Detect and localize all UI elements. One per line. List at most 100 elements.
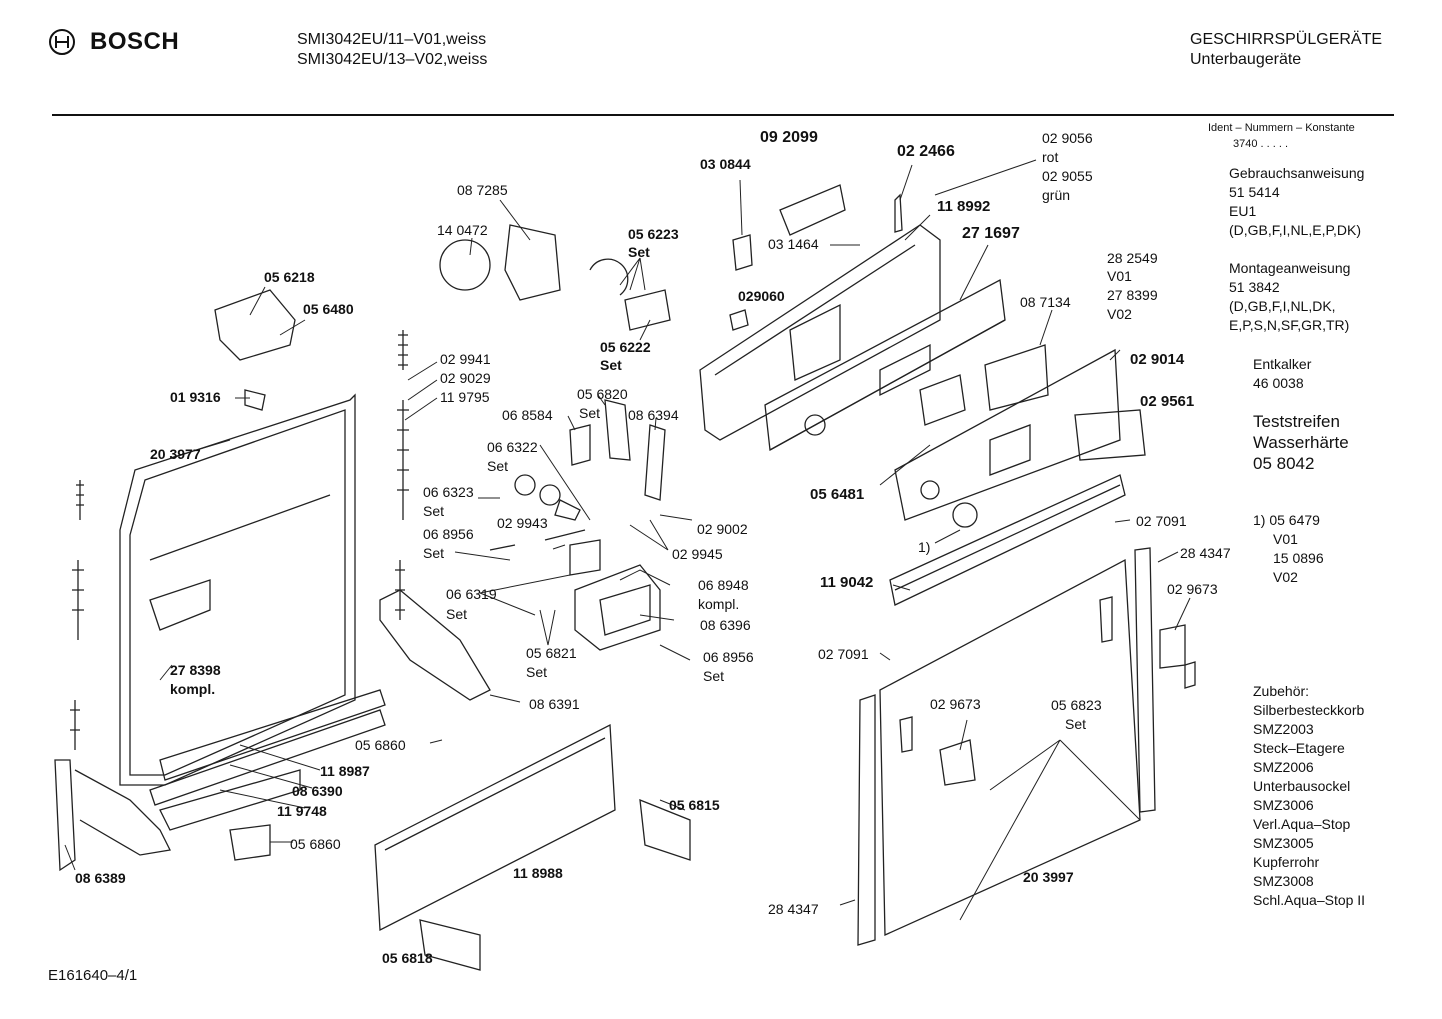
montageanweisung-block: Montageanweisung 51 3842 (D,GB,F,I,NL,DK… <box>1229 259 1350 335</box>
part-label: 029060 <box>738 288 785 304</box>
ident-value: 3740 . . . . . <box>1233 138 1289 150</box>
header-rule <box>52 114 1394 116</box>
part-label: 28 4347 <box>1180 545 1231 561</box>
part-label: 05 6820 <box>577 386 628 402</box>
part-label: Set <box>703 668 725 684</box>
info-line: Entkalker <box>1253 356 1312 372</box>
part-label: 06 8584 <box>502 407 553 423</box>
model-line: SMI3042EU/13–V02,weiss <box>297 51 488 68</box>
part-label: 02 9941 <box>440 351 491 367</box>
part-label: rot <box>1042 149 1059 165</box>
kick-plate <box>374 723 691 971</box>
part-label: 06 6319 <box>446 586 497 602</box>
timer-parts <box>214 224 671 411</box>
part-label: 08 6394 <box>628 407 679 423</box>
control-panel-frame <box>699 184 941 441</box>
part-label: 02 9055 <box>1042 168 1093 184</box>
part-label: 05 6222 <box>600 339 651 355</box>
part-label: 27 8398 <box>170 662 221 678</box>
info-line: SMZ3005 <box>1253 835 1314 851</box>
ident-label: Ident – Nummern – Konstante <box>1208 122 1355 134</box>
part-label: Set <box>628 244 650 260</box>
control-panel-fascia <box>764 278 1006 452</box>
front-panel <box>894 344 1146 528</box>
part-label: 02 9943 <box>497 515 548 531</box>
info-line: Unterbausockel <box>1253 778 1351 794</box>
part-label: 01 9316 <box>170 389 221 405</box>
part-label: 08 6391 <box>529 696 580 712</box>
part-label: Set <box>526 664 548 680</box>
part-label: 05 6821 <box>526 645 577 661</box>
info-line: (D,GB,F,I,NL,E,P,DK) <box>1229 222 1361 238</box>
part-label: 08 6389 <box>75 870 126 886</box>
part-label: 08 7285 <box>457 182 508 198</box>
part-label: 27 1697 <box>962 225 1020 242</box>
info-line: EU1 <box>1229 203 1257 219</box>
part-label: 02 9014 <box>1130 351 1185 368</box>
part-label: 06 6322 <box>487 439 538 455</box>
part-label: kompl. <box>170 681 216 697</box>
part-label: 05 6481 <box>810 486 865 503</box>
part-label: Set <box>487 458 509 474</box>
info-line: SMZ3008 <box>1253 873 1314 889</box>
inner-door-frame <box>119 393 356 786</box>
part-label: Set <box>600 357 622 373</box>
part-label: 02 9673 <box>1167 581 1218 597</box>
footnote-block: 1) 05 6479 V01 15 0896 V02 <box>1253 511 1324 587</box>
door-lock-assembly <box>489 399 666 651</box>
drawing-number: E161640–4/1 <box>48 967 138 984</box>
door-hinge-spring-left <box>54 480 171 872</box>
info-line: Schl.Aqua–Stop II <box>1253 892 1366 908</box>
part-label: 28 4347 <box>768 901 819 917</box>
category-line: GESCHIRRSPÜLGERÄTE <box>1190 31 1383 48</box>
part-label: 03 1464 <box>768 236 819 252</box>
part-label: 05 6818 <box>382 950 433 966</box>
part-label: 02 2466 <box>897 143 955 160</box>
category-line: Unterbaugeräte <box>1190 51 1302 68</box>
part-label: 08 7134 <box>1020 294 1071 310</box>
info-line: SMZ2003 <box>1253 721 1314 737</box>
bosch-armature-icon <box>49 29 75 55</box>
part-label: 20 3977 <box>150 446 201 462</box>
info-line: 15 0896 <box>1273 550 1324 566</box>
lower-rails <box>149 689 386 861</box>
info-line: SMZ3006 <box>1253 797 1314 813</box>
part-label: 11 9042 <box>820 574 874 591</box>
part-label: 06 8956 <box>703 649 754 665</box>
part-label: 06 6323 <box>423 484 474 500</box>
part-label: 09 2099 <box>760 129 818 146</box>
part-label: 03 0844 <box>700 156 751 172</box>
part-label: 06 8956 <box>423 526 474 542</box>
brand-name: BOSCH <box>90 28 180 55</box>
leader-lines <box>64 159 1191 921</box>
part-label: 11 8988 <box>513 865 563 881</box>
part-label: 02 7091 <box>818 646 869 662</box>
part-label: V01 <box>1107 268 1132 284</box>
part-label: 27 8399 <box>1107 287 1158 303</box>
info-line: 05 8042 <box>1253 454 1315 473</box>
part-label: 05 6218 <box>264 269 315 285</box>
info-line: 46 0038 <box>1253 375 1304 391</box>
part-label: Set <box>1065 716 1087 732</box>
handle-strip <box>889 474 1126 606</box>
model-line: SMI3042EU/11–V01,weiss <box>297 31 487 48</box>
part-label: 05 6480 <box>303 301 354 317</box>
info-line: 51 5414 <box>1229 184 1280 200</box>
part-label: 02 9029 <box>440 370 491 386</box>
info-line: (D,GB,F,I,NL,DK, <box>1229 298 1336 314</box>
info-line: Wasserhärte <box>1253 433 1349 452</box>
brand-logo: BOSCH <box>48 28 179 56</box>
part-label: 02 9945 <box>672 546 723 562</box>
info-line: E,P,S,N,SF,GR,TR) <box>1229 317 1350 333</box>
part-label: 11 8992 <box>937 198 991 215</box>
info-line: V01 <box>1273 531 1298 547</box>
part-label: 05 6815 <box>669 797 720 813</box>
gebrauchsanweisung-block: Gebrauchsanweisung 51 5414 EU1 (D,GB,F,I… <box>1229 164 1364 240</box>
part-label: 1) <box>918 539 931 555</box>
model-list: SMI3042EU/11–V01,weiss SMI3042EU/13–V02,… <box>297 30 487 70</box>
part-label: 11 8987 <box>320 763 370 779</box>
info-line: Verl.Aqua–Stop <box>1253 816 1351 832</box>
info-line: Teststreifen <box>1253 412 1340 431</box>
part-label: 11 9748 <box>277 803 327 819</box>
part-label: 08 6390 <box>292 783 343 799</box>
